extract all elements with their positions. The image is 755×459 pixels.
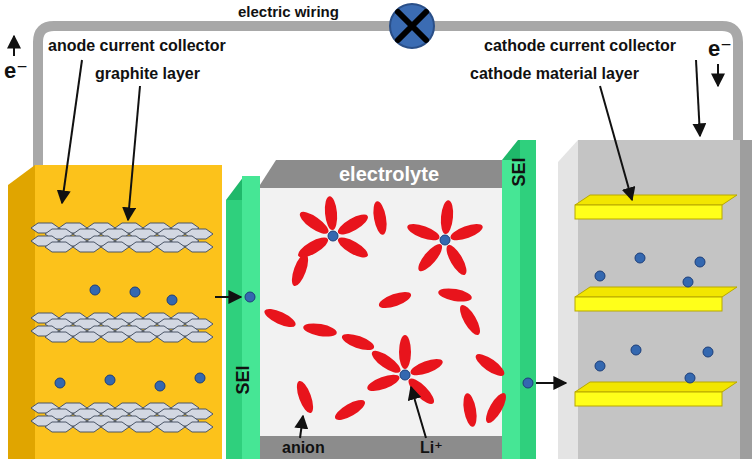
electron-arrow — [13, 36, 15, 56]
lithium-ions — [55, 231, 713, 391]
part-label: anion — [282, 438, 325, 458]
wire-label: electric wiring — [238, 2, 339, 21]
sei-bar — [520, 140, 536, 459]
box-title: electrolyte — [258, 160, 520, 186]
part-label: graphite layer — [95, 64, 200, 84]
layer-label: SEI — [232, 365, 254, 394]
part-label: cathode current collector — [484, 36, 676, 56]
sei-layer: SEI — [226, 176, 260, 459]
part-label: Li⁺ — [420, 438, 443, 458]
electrolyte-top — [258, 160, 520, 188]
electron-arrow — [717, 64, 719, 86]
graphite-layers — [31, 223, 213, 432]
electrolyte-bottom — [258, 436, 520, 459]
ions — [262, 196, 510, 428]
sei-layer: SEI — [502, 140, 536, 459]
electron-label: e⁻ — [4, 58, 28, 84]
part-label: anode current collector — [48, 36, 226, 56]
electron-label: e⁻ — [708, 36, 732, 62]
sei-bar — [226, 200, 242, 459]
electrolyte-box: electrolyte — [258, 160, 520, 459]
anode-collector-side — [8, 165, 35, 459]
sei-bar — [502, 160, 520, 459]
layer-label: SEI — [508, 157, 530, 186]
leader-lines — [62, 60, 700, 438]
switch-symbol — [390, 4, 434, 48]
sei-bar — [242, 176, 260, 459]
electrolyte-box — [258, 185, 502, 437]
part-label: cathode material layer — [470, 64, 639, 84]
electrolyte-side — [502, 160, 520, 459]
cathode-collector-edge — [740, 140, 752, 459]
cathode-material-layers — [575, 195, 737, 406]
